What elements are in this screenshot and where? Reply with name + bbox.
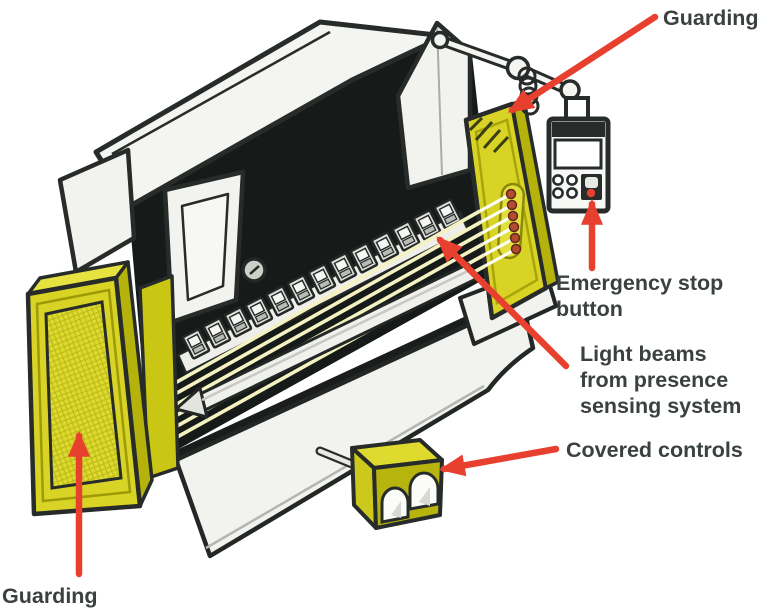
left-guard-mesh bbox=[44, 300, 123, 490]
callout-arrows bbox=[67, 13, 659, 578]
emergency-stop-button[interactable] bbox=[586, 188, 596, 198]
press-brake-machine bbox=[57, 19, 558, 559]
emitter-dot bbox=[508, 221, 520, 233]
label-light-beams-line3: sensing system bbox=[580, 394, 741, 418]
side-guard-left bbox=[25, 260, 180, 517]
arrow-covered-controls bbox=[438, 445, 560, 477]
labels: Guarding Emergency stop button Light bea… bbox=[2, 6, 759, 608]
machine-right-cheek-panel bbox=[395, 20, 473, 191]
light-beam bbox=[151, 209, 481, 398]
emitter-dot bbox=[505, 188, 517, 200]
label-guarding-bottom: Guarding bbox=[2, 584, 98, 608]
pedal-cover-shade bbox=[419, 487, 430, 506]
machine-lower-apron bbox=[173, 297, 536, 559]
pedal-cover[interactable] bbox=[408, 471, 440, 511]
arm-joint bbox=[430, 30, 450, 50]
light-beam-white-segments bbox=[479, 192, 517, 268]
pedal-cover-shade bbox=[391, 501, 401, 518]
bed-rail-arrow-end bbox=[174, 386, 209, 419]
pedal-cover[interactable] bbox=[380, 486, 410, 524]
label-covered-controls: Covered controls bbox=[566, 438, 743, 462]
arrow-guarding-top bbox=[507, 13, 659, 114]
light-beam bbox=[151, 231, 483, 420]
right-guard-inner-line bbox=[474, 118, 539, 306]
light-beam bbox=[151, 220, 482, 409]
pendant-header-band bbox=[552, 122, 605, 137]
right-guard-hazard-stripes bbox=[468, 116, 510, 154]
left-cheek-door bbox=[180, 192, 230, 302]
pendant-screen bbox=[553, 138, 603, 170]
pendant-buttons[interactable] bbox=[552, 174, 578, 199]
pendant-button[interactable] bbox=[566, 187, 578, 199]
emitter-dot bbox=[506, 199, 518, 211]
label-guarding-top: Guarding bbox=[663, 6, 759, 30]
label-emergency-stop-line2: button bbox=[556, 297, 623, 321]
emergency-stop-guard-collar bbox=[585, 177, 598, 188]
pendant-arm bbox=[430, 30, 581, 116]
label-light-beams-line2: from presence bbox=[580, 368, 728, 392]
pendant-button[interactable] bbox=[552, 174, 564, 186]
emitter-dot bbox=[509, 232, 521, 244]
arrow-light-beams bbox=[436, 236, 570, 370]
pendant-control-station bbox=[546, 96, 611, 214]
pendant-button[interactable] bbox=[566, 174, 578, 186]
label-light-beams-line1: Light beams bbox=[580, 342, 707, 366]
light-curtain-emitter-dots bbox=[505, 188, 522, 255]
top-beam-ridge-line bbox=[111, 30, 331, 156]
label-emergency-stop-line1: Emergency stop bbox=[556, 271, 723, 295]
machine-left-upright bbox=[57, 147, 137, 275]
emitter-dot bbox=[507, 210, 519, 222]
pendant-button[interactable] bbox=[552, 187, 564, 199]
emitter-dot bbox=[510, 243, 522, 255]
apron-bottom-edge-line bbox=[205, 384, 485, 550]
bed-rail-highlight bbox=[201, 269, 469, 402]
left-guard-frame-inner-line bbox=[35, 288, 132, 503]
control-knob-notch bbox=[249, 265, 260, 275]
